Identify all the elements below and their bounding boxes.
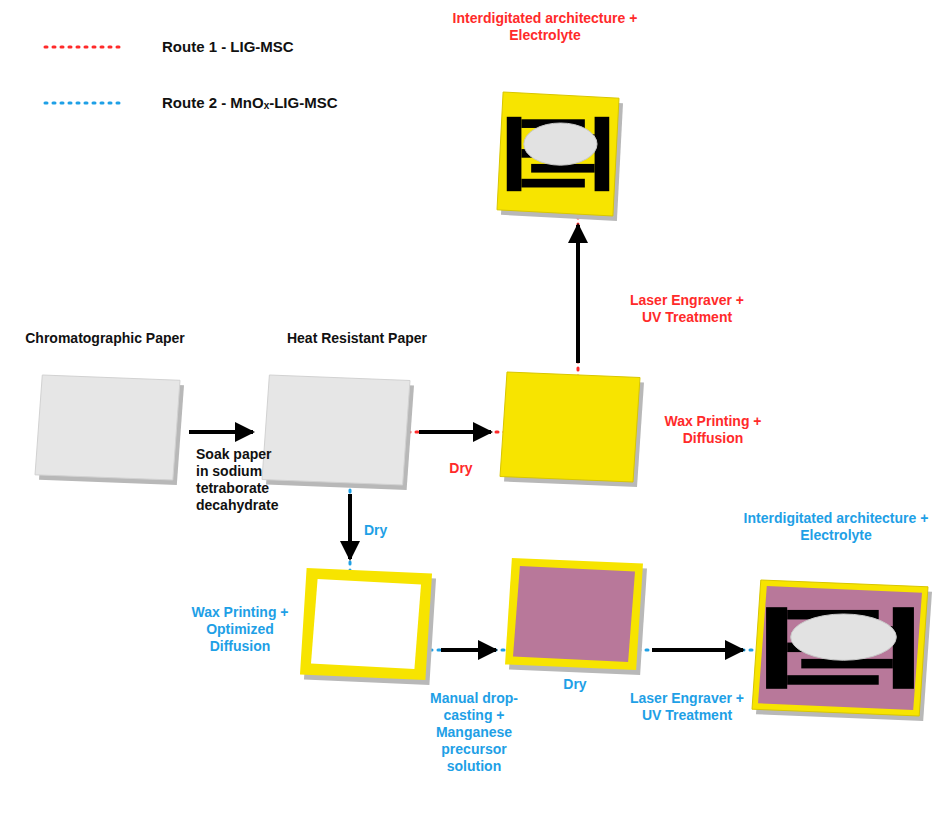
wax-paper: [500, 372, 640, 482]
step-label: Laser Engraver + UV Treatment: [626, 690, 748, 724]
paper-shadow: [756, 585, 932, 721]
node-label: Dry: [550, 676, 600, 693]
paper-shape: [752, 580, 928, 716]
node-label: Interdigitated architecture + Electrolyt…: [440, 10, 650, 44]
paper-shape: [35, 375, 180, 480]
paper-shape: [262, 375, 410, 485]
step-label: Soak paper in sodium tetraborate decahyd…: [196, 446, 280, 514]
node-label: Chromatographic Paper: [10, 330, 200, 347]
mnox-area: [758, 586, 922, 710]
interdigitated-electrodes: [507, 117, 609, 191]
paper-shape: [500, 372, 640, 482]
step-label: Manual drop-casting + Manganese precurso…: [422, 690, 526, 775]
process-arrow: [419, 430, 491, 434]
node-label: Heat Resistant Paper: [262, 330, 452, 347]
node-label: Interdigitated architecture + Electrolyt…: [736, 510, 936, 544]
electrode-pad: [766, 607, 787, 689]
yellow-paper: [497, 92, 619, 216]
step-label: Dry: [364, 522, 404, 539]
wax-frame: [300, 568, 432, 680]
step-label: Laser Engraver + UV Treatment: [620, 292, 754, 326]
frame-window: [311, 579, 421, 669]
node-label: Wax Printing + Optimized Diffusion: [186, 604, 294, 655]
paper-sheet: [35, 375, 180, 480]
paper-sheet: [262, 375, 410, 485]
step-label: Dry: [436, 460, 486, 477]
process-arrow: [652, 648, 743, 652]
process-arrow: [348, 494, 352, 559]
paper-node: Wax Printing + Optimized Diffusion: [300, 568, 432, 680]
process-arrow: [576, 225, 580, 363]
legend-text: Route 1 - LIG-MSC: [162, 38, 462, 55]
process-arrow: [189, 430, 253, 434]
electrolyte-drop: [524, 123, 597, 165]
paper-shape: [497, 92, 619, 216]
electrode-finger: [787, 675, 879, 685]
paper-node: Heat Resistant Paper: [262, 375, 410, 485]
electrode-pad: [893, 607, 914, 689]
yellow-paper: [752, 580, 928, 716]
paper-node: Interdigitated architecture + Electrolyt…: [497, 92, 619, 216]
process-arrow: [441, 648, 496, 652]
electrode-finger: [521, 179, 584, 188]
wax-frame: [505, 558, 643, 670]
legend-sample-blue: [45, 102, 122, 105]
paper-node: Chromatographic Paper: [35, 375, 180, 480]
paper-node: Dry: [505, 558, 643, 670]
electrode-pad: [507, 117, 522, 191]
node-label: Wax Printing + Diffusion: [648, 413, 778, 447]
paper-shape: [505, 558, 643, 670]
interdigitated-electrodes: [766, 607, 914, 689]
electrolyte-drop: [791, 614, 897, 660]
paper-shape: [300, 568, 432, 680]
legend-text: Route 2 - MnOₓ-LIG-MSC: [162, 94, 462, 111]
precursor-area: [513, 566, 635, 662]
paper-node: Wax Printing + Diffusion: [500, 372, 640, 482]
paper-node: Interdigitated architecture + Electrolyt…: [752, 580, 928, 716]
legend-sample-red: [45, 46, 122, 49]
electrode-pad: [595, 117, 610, 191]
